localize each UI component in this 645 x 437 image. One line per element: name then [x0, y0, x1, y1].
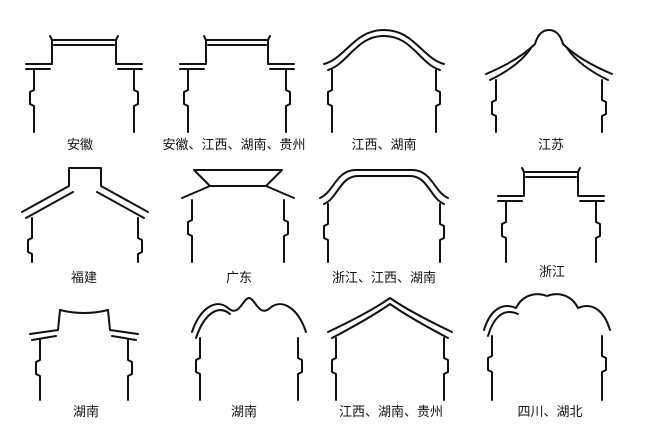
caption-zhejiang-multi: 浙江、江西、湖南: [331, 271, 437, 286]
gable-outline: [485, 29, 613, 75]
wall-left: [195, 337, 201, 401]
caption-jiangxi-hunan: 江西、湖南: [351, 138, 417, 153]
gable-outline: [323, 29, 445, 65]
wall-left: [183, 69, 189, 133]
caption-anhui: 安徽: [66, 138, 94, 153]
gable-ticks: [49, 35, 119, 41]
wall-right: [137, 217, 143, 263]
wall-right: [133, 69, 139, 133]
caption-anhui-multi: 安徽、江西、湖南、贵州: [162, 138, 306, 153]
wall-right: [443, 337, 449, 401]
wall-left: [27, 217, 33, 263]
caption-fujian: 福建: [70, 271, 98, 286]
gable-coping: [487, 311, 519, 337]
wall-left: [187, 199, 193, 263]
gable-outline: [21, 167, 149, 213]
wall-right: [297, 337, 303, 401]
gable-coping: [323, 175, 445, 205]
wall-right: [127, 339, 133, 401]
gable-outline: [179, 39, 295, 65]
wall-left: [35, 339, 41, 401]
caption-zhejiang: 浙江: [538, 265, 566, 280]
gable-outline: [25, 39, 143, 65]
wall-left: [327, 69, 333, 133]
gable-coping: [489, 47, 609, 81]
gable-outline: [181, 169, 295, 199]
wall-right: [283, 199, 289, 263]
gable-coping: [25, 191, 145, 219]
wall-right: [435, 69, 441, 133]
gable-outline: [497, 171, 605, 197]
gable-coping: [179, 44, 295, 70]
wall-left: [331, 337, 337, 401]
gable-coping: [331, 303, 449, 339]
gable-outline: [191, 297, 307, 333]
caption-hunan-2: 湖南: [230, 405, 258, 420]
gable-ticks: [203, 35, 271, 41]
wall-left: [323, 203, 329, 263]
wall-right: [595, 201, 601, 263]
wall-left: [491, 79, 497, 133]
wall-right: [285, 69, 291, 133]
gable-coping: [327, 35, 441, 71]
caption-guangdong: 广东: [225, 271, 253, 286]
wall-right: [601, 79, 607, 133]
gable-outline: [29, 309, 139, 335]
caption-hunan-1: 湖南: [72, 405, 100, 420]
caption-jiangxi-hunan-guizhou: 江西、湖南、贵州: [338, 405, 444, 420]
wall-left: [29, 69, 35, 133]
wall-right: [601, 335, 607, 401]
caption-sichuan-hubei: 四川、湖北: [517, 405, 583, 420]
gable-coping: [25, 44, 143, 70]
wall-right: [439, 203, 445, 263]
wall-left: [487, 335, 493, 401]
gable-outline: [319, 169, 449, 199]
gable-coping: [195, 309, 231, 339]
caption-jiangsu: 江苏: [537, 138, 565, 153]
gable-outline: [483, 293, 611, 331]
gable-ticks: [521, 167, 581, 173]
gable-coping: [497, 176, 605, 202]
wall-left: [501, 201, 507, 263]
gable-outline: [327, 297, 453, 333]
gable-coping: [31, 335, 137, 341]
